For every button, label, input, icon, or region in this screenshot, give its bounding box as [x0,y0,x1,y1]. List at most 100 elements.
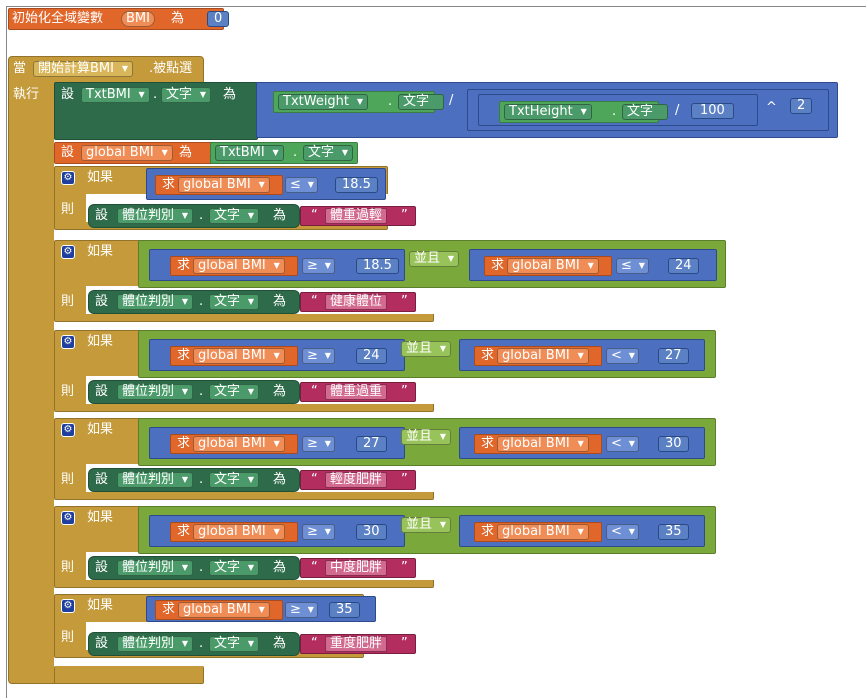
init-value-number[interactable]: 0 [207,11,230,27]
divide-expression-block[interactable]: TxtWeight▼ . 文字 / TxtHeight▼ . 文字 / 100 … [256,82,838,138]
output-component-field[interactable]: 體位判別▼ [117,472,194,488]
text-property-field[interactable]: 文字 [398,94,445,110]
txtweight-component-field[interactable]: TxtWeight▼ [278,94,369,110]
gear-icon[interactable]: ⚙ [61,599,75,613]
txtbmi-component-field[interactable]: TxtBMI▼ [81,87,150,103]
compare-number[interactable]: 27 [356,436,387,452]
text-string-block[interactable]: “ 中度肥胖 ” [300,558,416,578]
compare-operator-dropdown[interactable]: ≥▼ [302,348,335,364]
text-string-block[interactable]: “ 體重過重 ” [300,382,416,402]
compare-number[interactable]: 24 [356,348,387,364]
and-block[interactable]: 求 global BMI▼ ≥▼ 24 並且▼ 求 global BMI▼ <▼… [138,330,716,378]
text-property-field[interactable]: 文字▼ [209,472,260,488]
compare-block[interactable]: 求 global BMI▼ ≥▼ 30 [149,515,405,547]
compare-number[interactable]: 30 [658,436,689,452]
text-property-field[interactable]: 文字▼ [209,384,260,400]
compare-number[interactable]: 30 [356,524,387,540]
set-output-text-block[interactable]: 設 體位判別▼ . 文字▼ 為 [88,204,300,228]
set-output-text-block[interactable]: 設 體位判別▼ . 文字▼ 為 [88,380,300,404]
get-txtweight-text-block[interactable]: TxtWeight▼ . 文字 [273,91,445,113]
global-bmi-var-field[interactable]: global BMI▼ [193,436,285,452]
get-global-bmi-block[interactable]: 求 global BMI▼ [170,522,298,542]
compare-operator-dropdown[interactable]: ≥▼ [302,436,335,452]
compare-block[interactable]: 求 global BMI▼ ≤▼ 24 [469,249,717,281]
compare-operator-dropdown[interactable]: ≤▼ [616,258,649,274]
compare-operator-dropdown[interactable]: ≥▼ [302,258,335,274]
set-output-text-block[interactable]: 設 體位判別▼ . 文字▼ 為 [88,556,300,580]
and-operator-dropdown[interactable]: 並且▼ [401,429,452,445]
compare-number[interactable]: 18.5 [335,177,378,193]
power-expression-block[interactable]: TxtHeight▼ . 文字 / 100 ^ 2 [467,89,829,131]
global-bmi-var-field[interactable]: global BMI▼ [497,436,589,452]
compare-operator-dropdown[interactable]: ≥▼ [302,524,335,540]
and-block[interactable]: 求 global BMI▼ ≥▼ 30 並且▼ 求 global BMI▼ <▼… [138,506,716,554]
compare-operator-dropdown[interactable]: ≥▼ [285,602,318,618]
gear-icon[interactable]: ⚙ [61,423,75,437]
compare-block[interactable]: 求 global BMI▼ <▼ 30 [459,427,705,459]
compare-block[interactable]: 求 global BMI▼ ≤▼ 18.5 [146,168,386,200]
compare-number[interactable]: 35 [658,524,689,540]
compare-operator-dropdown[interactable]: <▼ [606,348,639,364]
number-100[interactable]: 100 [691,103,734,119]
text-string-value[interactable]: 體重過輕 [325,208,388,224]
get-global-bmi-block[interactable]: 求 global BMI▼ [484,256,612,276]
text-string-value[interactable]: 輕度肥胖 [325,472,388,488]
set-output-text-block[interactable]: 設 體位判別▼ . 文字▼ 為 [88,632,300,656]
txtheight-component-field[interactable]: TxtHeight▼ [504,104,592,120]
number-2[interactable]: 2 [790,98,813,114]
gear-icon[interactable]: ⚙ [61,511,75,525]
text-property-field[interactable]: 文字▼ [209,636,260,652]
global-bmi-var-field[interactable]: global BMI▼ [178,602,270,618]
global-bmi-var-field[interactable]: global BMI▼ [497,348,589,364]
text-property-field[interactable]: 文字▼ [209,208,260,224]
text-property-field[interactable]: 文字▼ [209,294,260,310]
event-component-field[interactable]: 開始計算BMI▼ [33,61,133,77]
compare-block[interactable]: 求 global BMI▼ ≥▼ 24 [149,339,405,371]
global-bmi-var-field[interactable]: global BMI▼ [507,258,599,274]
text-string-block[interactable]: “ 重度肥胖 ” [300,634,416,654]
compare-block[interactable]: 求 global BMI▼ ≥▼ 27 [149,427,405,459]
gear-icon[interactable]: ⚙ [61,171,75,185]
text-string-value[interactable]: 健康體位 [325,294,388,310]
output-component-field[interactable]: 體位判別▼ [117,384,194,400]
text-string-block[interactable]: “ 體重過輕 ” [300,206,416,226]
get-global-bmi-block[interactable]: 求 global BMI▼ [155,175,283,195]
and-operator-dropdown[interactable]: 並且▼ [401,341,452,357]
text-string-value[interactable]: 體重過重 [325,384,388,400]
get-global-bmi-block[interactable]: 求 global BMI▼ [170,256,298,276]
set-txtbmi-block[interactable]: 設 TxtBMI▼ . 文字▼ 為 [54,82,258,140]
output-component-field[interactable]: 體位判別▼ [117,294,194,310]
get-global-bmi-block[interactable]: 求 global BMI▼ [474,346,602,366]
text-string-value[interactable]: 重度肥胖 [325,636,388,652]
get-global-bmi-block[interactable]: 求 global BMI▼ [170,434,298,454]
and-operator-dropdown[interactable]: 並且▼ [409,251,460,267]
gear-icon[interactable]: ⚙ [61,245,75,259]
text-property-field[interactable]: 文字▼ [303,145,354,161]
text-property-field[interactable]: 文字▼ [161,87,212,103]
get-global-bmi-block[interactable]: 求 global BMI▼ [474,434,602,454]
compare-number[interactable]: 18.5 [356,258,399,274]
get-txtbmi-text-block[interactable]: TxtBMI▼ . 文字▼ [210,142,358,164]
text-string-value[interactable]: 中度肥胖 [325,560,388,576]
compare-number[interactable]: 24 [668,258,699,274]
text-string-block[interactable]: “ 輕度肥胖 ” [300,470,416,490]
global-bmi-var-field[interactable]: global BMI▼ [178,177,270,193]
compare-block[interactable]: 求 global BMI▼ <▼ 35 [459,515,705,547]
text-property-field[interactable]: 文字▼ [209,560,260,576]
set-global-bmi-block[interactable]: 設 global BMI▼ 為 [54,142,214,164]
global-bmi-var-field[interactable]: global BMI▼ [193,348,285,364]
get-txtheight-text-block[interactable]: TxtHeight▼ . 文字 [499,101,669,123]
output-component-field[interactable]: 體位判別▼ [117,208,194,224]
output-component-field[interactable]: 體位判別▼ [117,560,194,576]
compare-number[interactable]: 35 [329,602,360,618]
compare-operator-dropdown[interactable]: ≤▼ [285,177,318,193]
global-bmi-var-field[interactable]: global BMI▼ [81,145,173,161]
get-global-bmi-block[interactable]: 求 global BMI▼ [474,522,602,542]
inner-divide-block[interactable]: TxtHeight▼ . 文字 / 100 [478,94,758,126]
global-bmi-var-field[interactable]: global BMI▼ [193,258,285,274]
gear-icon[interactable]: ⚙ [61,335,75,349]
global-var-name-field[interactable]: BMI [121,11,155,27]
compare-number[interactable]: 27 [658,348,689,364]
blocks-workspace[interactable] [6,6,866,698]
init-global-block[interactable]: 初始化全域變數 BMI 為 0 [8,8,230,30]
